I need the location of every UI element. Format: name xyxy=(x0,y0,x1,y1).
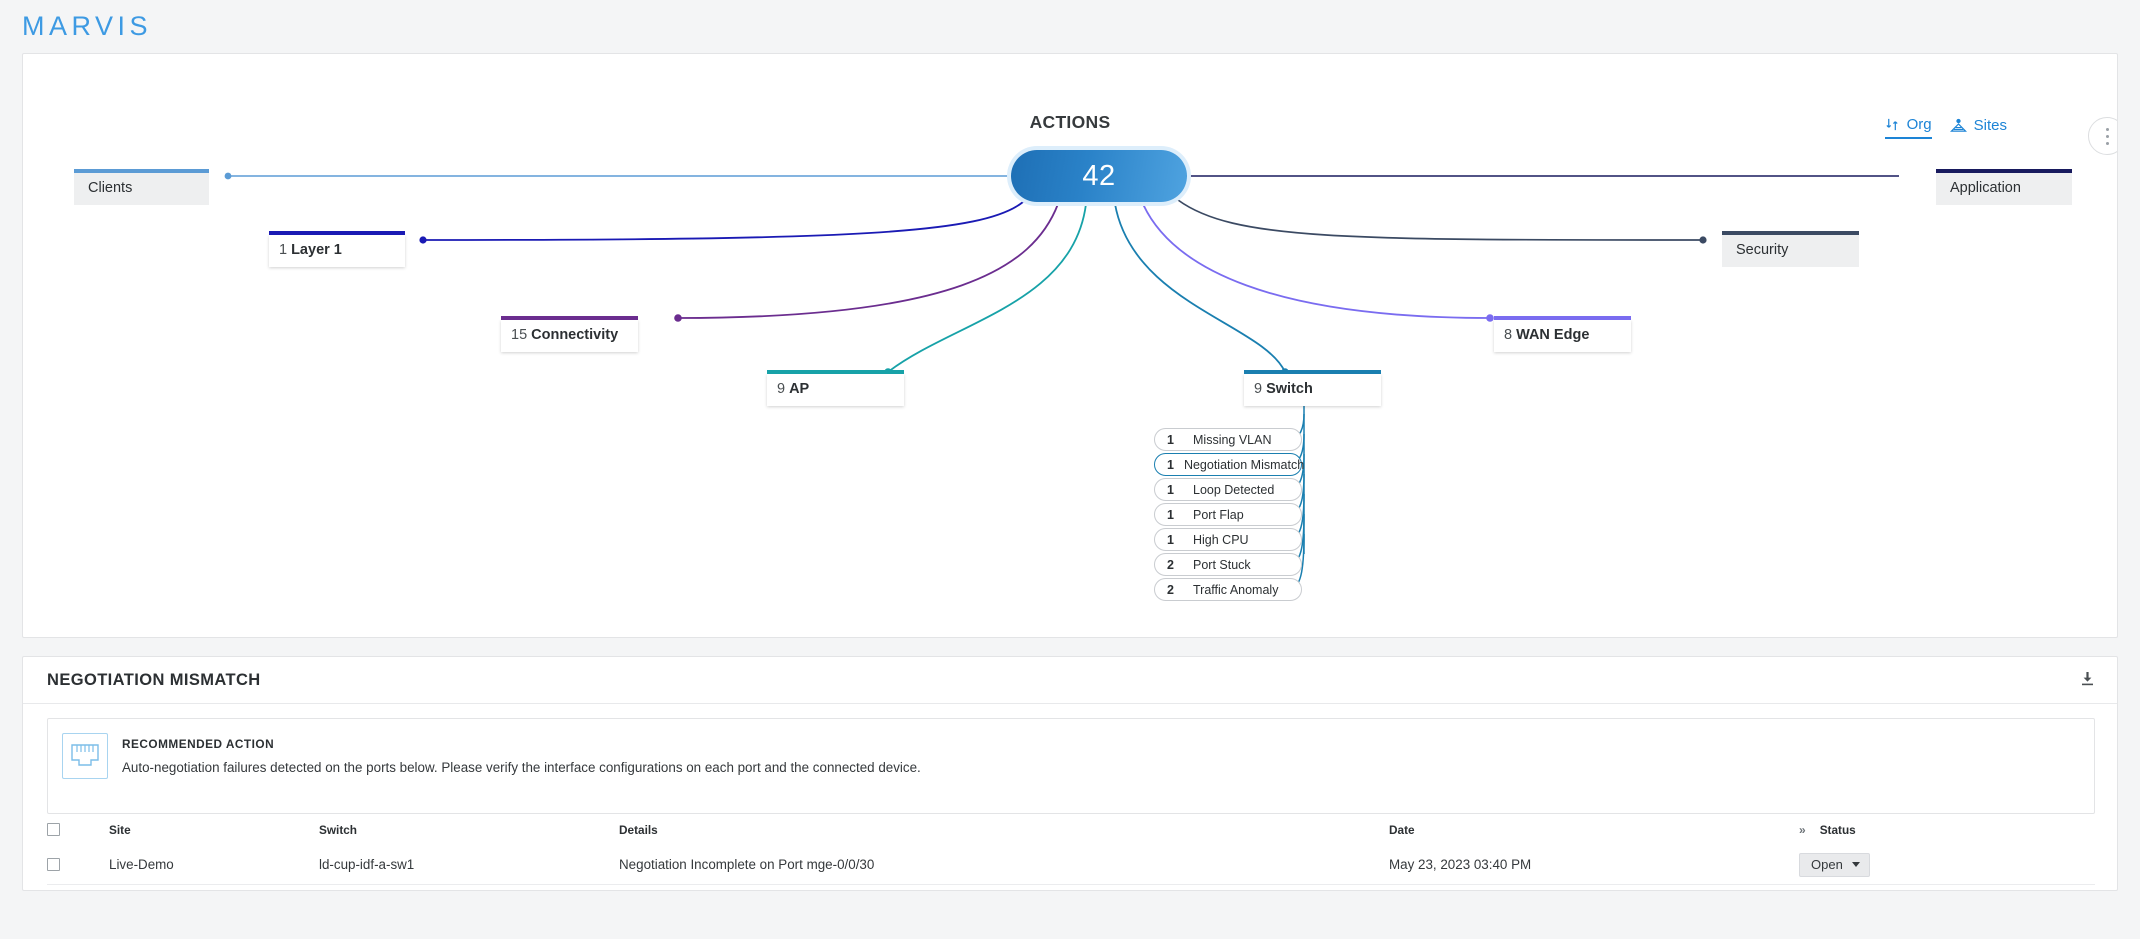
subitem-missing-vlan[interactable]: 1 Missing VLAN xyxy=(1154,428,1302,451)
sites-icon xyxy=(1949,118,1967,133)
actions-count: 42 xyxy=(1082,159,1116,192)
node-security[interactable]: Security xyxy=(1722,231,1859,267)
column-header-site[interactable]: Site xyxy=(109,822,131,837)
node-wanedge[interactable]: 8 WAN Edge xyxy=(1494,316,1631,352)
subitem-label: Port Flap xyxy=(1193,507,1244,522)
recommended-action-label: RECOMMENDED ACTION xyxy=(122,737,275,751)
subitem-count: 1 xyxy=(1167,432,1174,447)
org-icon xyxy=(1885,117,1900,132)
node-application[interactable]: Application xyxy=(1936,169,2072,205)
node-connectivity-label: Connectivity xyxy=(531,327,619,343)
column-header-switch[interactable]: Switch xyxy=(319,822,358,837)
subitem-label: Loop Detected xyxy=(1193,482,1275,497)
node-wanedge-label: WAN Edge xyxy=(1516,327,1590,343)
edge-connectivity xyxy=(677,203,1059,319)
subitem-count: 2 xyxy=(1167,557,1174,572)
page-title: ACTIONS xyxy=(1029,112,1111,132)
node-ap-label: AP xyxy=(789,381,810,397)
subitem-count: 2 xyxy=(1167,582,1174,597)
select-all-cell xyxy=(47,823,109,836)
subitem-label: Negotiation Mismatch xyxy=(1183,457,1305,472)
edge-dot-clients xyxy=(224,172,232,180)
edge-dot-layer1 xyxy=(419,236,427,244)
status-dropdown[interactable]: Open xyxy=(1799,852,1870,877)
node-switch[interactable]: 9 Switch xyxy=(1244,370,1381,406)
column-header-status[interactable]: Status xyxy=(1819,822,1856,837)
recommended-action-text: Auto-negotiation failures detected on th… xyxy=(122,760,921,775)
node-switch-count: 9 xyxy=(1254,381,1263,397)
node-layer1-label: Layer 1 xyxy=(291,242,342,258)
edge-wanedge xyxy=(1142,203,1491,319)
node-clients[interactable]: Clients xyxy=(74,169,209,205)
subitem-label: Traffic Anomaly xyxy=(1193,582,1279,597)
table-header-row: Site Switch Details Date » Status xyxy=(47,814,2095,845)
status-value: Open xyxy=(1811,856,1843,872)
subitem-negotiation-mismatch[interactable]: 1 Negotiation Mismatch xyxy=(1154,453,1305,476)
subitem-label: High CPU xyxy=(1193,532,1249,547)
results-table: Site Switch Details Date » Status Live-D… xyxy=(47,814,2095,885)
edge-dot-security xyxy=(1699,236,1707,244)
tab-org[interactable]: Org xyxy=(1884,116,1932,139)
tab-sites-label: Sites xyxy=(1973,117,2007,134)
topology-connectors xyxy=(224,172,1899,591)
node-ap-count: 9 xyxy=(777,381,786,397)
column-header-details[interactable]: Details xyxy=(619,822,658,837)
ethernet-port-icon xyxy=(62,733,108,779)
subitem-port-flap[interactable]: 1 Port Flap xyxy=(1154,503,1302,526)
actions-count-hub[interactable]: 42 xyxy=(1011,150,1187,202)
top-bar: MARVIS xyxy=(0,0,2140,53)
edge-ap xyxy=(887,203,1087,373)
scope-switcher: Org Sites xyxy=(1884,116,2007,139)
row-checkbox[interactable] xyxy=(47,858,60,871)
cell-details: Negotiation Incomplete on Port mge-0/0/3… xyxy=(619,857,875,872)
subitem-traffic-anomaly[interactable]: 2 Traffic Anomaly xyxy=(1154,578,1302,601)
detail-header: NEGOTIATION MISMATCH xyxy=(23,657,2117,704)
cell-date: May 23, 2023 03:40 PM xyxy=(1389,857,1532,872)
subitem-label: Missing VLAN xyxy=(1193,432,1272,447)
chevron-down-icon xyxy=(1851,861,1860,867)
node-ap[interactable]: 9 AP xyxy=(767,370,904,406)
subitem-count: 1 xyxy=(1167,457,1174,472)
node-wanedge-count: 8 xyxy=(1504,327,1513,343)
select-all-checkbox[interactable] xyxy=(47,823,60,836)
subitem-count: 1 xyxy=(1167,507,1174,522)
node-switch-label: Switch xyxy=(1266,381,1313,397)
column-header-date[interactable]: Date xyxy=(1389,822,1415,837)
edge-layer1 xyxy=(422,201,1024,241)
cell-switch: ld-cup-idf-a-sw1 xyxy=(319,857,415,872)
node-layer1[interactable]: 1 Layer 1 xyxy=(269,231,405,267)
actions-topology-panel: ACTIONS Org Sites xyxy=(22,53,2118,638)
cell-status: Open xyxy=(1799,852,2095,877)
node-connectivity-count: 15 xyxy=(511,327,528,343)
table-row[interactable]: Live-Demo ld-cup-idf-a-sw1 Negotiation I… xyxy=(47,845,2095,885)
negotiation-mismatch-panel: NEGOTIATION MISMATCH RECOMMENDED ACTION … xyxy=(22,656,2118,891)
node-layer1-count: 1 xyxy=(279,242,288,258)
download-icon[interactable] xyxy=(2080,671,2095,692)
marvis-logo: MARVIS xyxy=(22,11,153,41)
edge-dot-wanedge xyxy=(1486,314,1494,322)
recommended-action-box: RECOMMENDED ACTION Auto-negotiation fail… xyxy=(47,718,2095,814)
subitem-port-stuck[interactable]: 2 Port Stuck xyxy=(1154,553,1302,576)
node-clients-label: Clients xyxy=(88,180,133,196)
edge-switch xyxy=(1114,203,1286,373)
detail-title: NEGOTIATION MISMATCH xyxy=(47,670,261,689)
subitem-label: Port Stuck xyxy=(1193,557,1251,572)
subitem-count: 1 xyxy=(1167,482,1174,497)
edge-security xyxy=(1177,199,1704,241)
tab-sites[interactable]: Sites xyxy=(1949,117,2007,138)
edge-dot-connectivity xyxy=(674,314,682,322)
tab-org-label: Org xyxy=(1906,116,1932,133)
subitem-high-cpu[interactable]: 1 High CPU xyxy=(1154,528,1302,551)
subitem-loop-detected[interactable]: 1 Loop Detected xyxy=(1154,478,1302,501)
subitem-count: 1 xyxy=(1167,532,1174,547)
node-security-label: Security xyxy=(1736,242,1789,258)
node-connectivity[interactable]: 15 Connectivity xyxy=(501,316,638,352)
row-select-cell xyxy=(47,858,109,871)
column-header-status-cell: » Status xyxy=(1799,823,2095,837)
more-options-button[interactable] xyxy=(2088,117,2117,155)
cell-site: Live-Demo xyxy=(109,857,174,872)
more-dots-icon xyxy=(2106,128,2109,131)
sort-chevrons-icon[interactable]: » xyxy=(1799,822,1806,837)
node-application-label: Application xyxy=(1950,180,2021,196)
